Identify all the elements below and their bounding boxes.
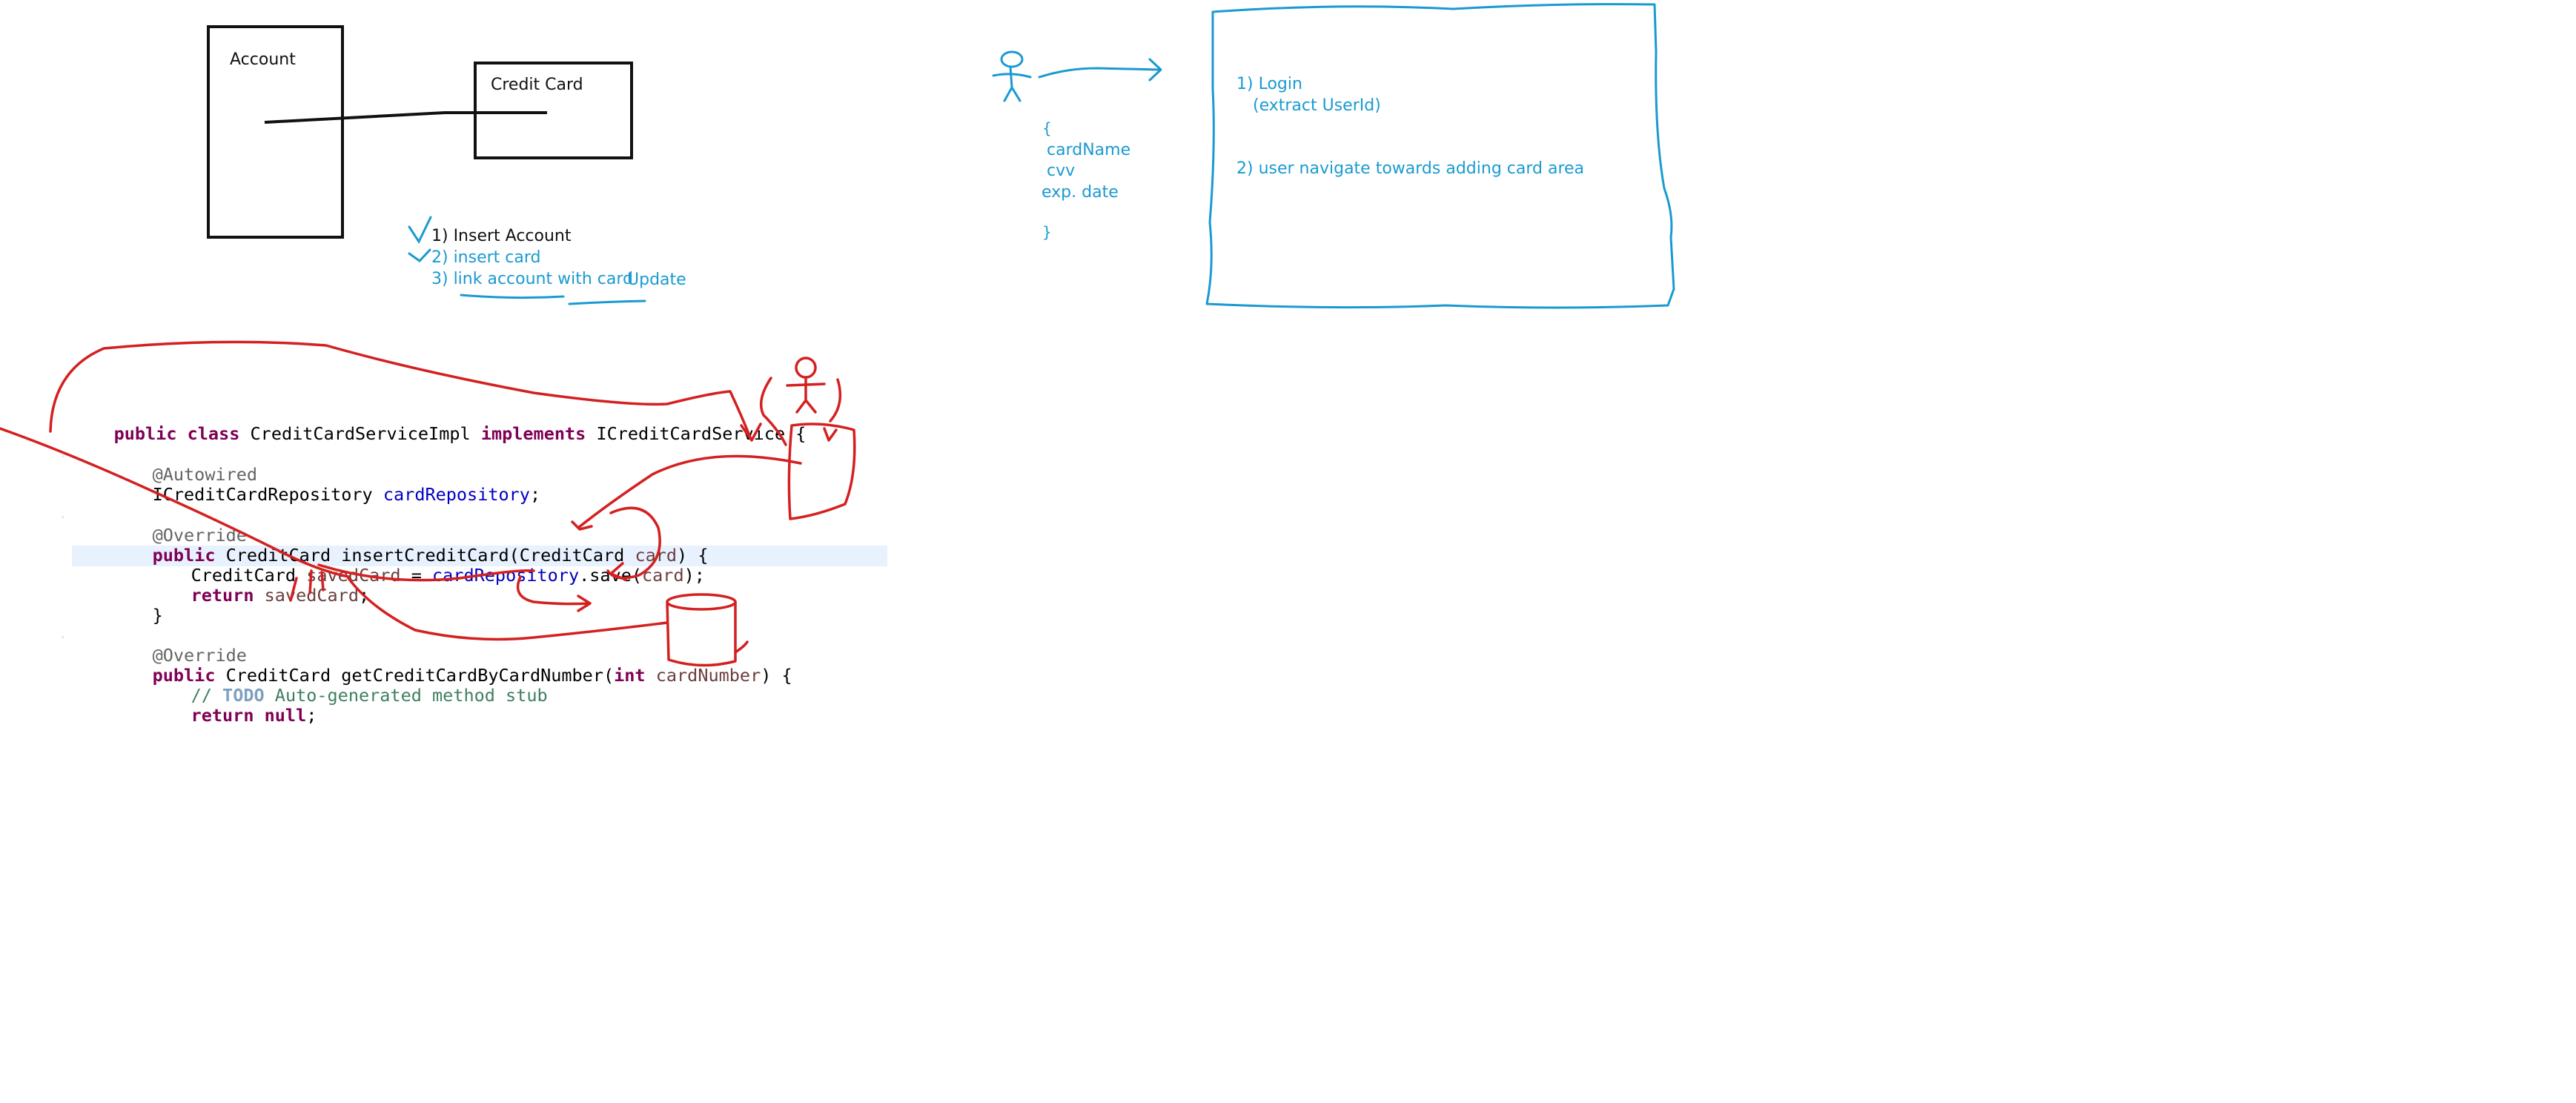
flow-arrow-shaft xyxy=(1038,67,1160,79)
code-signature: CreditCard getCreditCardByCardNumber( xyxy=(225,664,615,686)
code-keyword: int xyxy=(614,664,646,686)
code-todo-tag: TODO xyxy=(222,684,265,706)
code-param: card xyxy=(635,544,678,566)
red-sweep-stroke xyxy=(0,427,350,578)
relationship-line xyxy=(264,111,547,124)
gutter-marker: ◦ xyxy=(61,635,65,642)
code-annotation: @Override xyxy=(152,644,247,666)
code-type: ICreditCardRepository xyxy=(152,483,373,505)
code-punct: ) { xyxy=(677,544,709,566)
code-local-var: savedCard xyxy=(264,584,359,606)
code-line-insert-signature: public CreditCard insertCreditCard(Credi… xyxy=(110,529,709,582)
code-keyword: return xyxy=(191,584,254,606)
red-curve-stroke xyxy=(577,454,802,529)
code-keyword: public xyxy=(152,664,216,686)
step-annotations xyxy=(408,216,646,305)
arrow-head-icon xyxy=(577,594,592,612)
red-loop-stroke xyxy=(49,340,752,439)
service-box-stroke xyxy=(787,423,856,520)
step-insert-card: 2) insert card xyxy=(431,248,541,267)
red-underline-stroke xyxy=(317,563,535,582)
code-brace: } xyxy=(152,604,163,626)
code-field: cardRepository xyxy=(383,483,530,505)
code-keyword: return xyxy=(191,704,254,726)
flow-frame-box xyxy=(1205,3,1675,309)
code-annotation: @Autowired xyxy=(152,463,258,485)
code-keyword: implements xyxy=(480,423,586,444)
code-keyword: public xyxy=(152,544,216,566)
code-punct: ; xyxy=(306,704,317,726)
payload-close-brace: } xyxy=(1042,223,1052,241)
red-arrow-shaft xyxy=(516,575,590,606)
code-line-autowired: @Autowired xyxy=(110,448,257,501)
red-sweep-stroke xyxy=(347,577,669,641)
code-punct: ); xyxy=(683,564,705,586)
database-cylinder-icon xyxy=(666,593,749,667)
red-bracket-stroke xyxy=(829,378,842,423)
red-bracket-stroke xyxy=(759,377,787,446)
checkmark-icon xyxy=(408,248,431,262)
code-punct: ; xyxy=(529,483,541,505)
code-class-name: CreditCardServiceImpl xyxy=(250,423,471,444)
code-interface-name: ICreditCardService { xyxy=(596,423,807,444)
checkmark-icon xyxy=(408,216,432,245)
underline-stroke xyxy=(460,294,565,299)
code-punct: ) { xyxy=(761,664,792,686)
credit-card-entity-label: Credit Card xyxy=(491,76,583,94)
gutter-marker: ◦ xyxy=(61,514,65,522)
code-comment-text: Auto-generated method stub xyxy=(274,684,548,706)
code-line-class-declaration: public class CreditCardServiceImpl imple… xyxy=(72,408,807,460)
er-sketch-strokes xyxy=(207,25,633,239)
gutter-marker: ◦ xyxy=(61,454,65,461)
code-line-get-signature: public CreditCard getCreditCardByCardNum… xyxy=(110,649,792,702)
account-entity-label: Account xyxy=(230,50,296,69)
code-line-return-2: return null; xyxy=(149,689,317,742)
code-arg: card xyxy=(642,564,684,586)
code-line-return-1: return savedCard; xyxy=(149,569,370,622)
code-keyword: null xyxy=(264,704,307,726)
code-keyword: public class xyxy=(113,423,240,444)
payload-cvv: cvv xyxy=(1047,162,1076,180)
step-insert-account: 1) Insert Account xyxy=(431,227,572,245)
code-type: CreditCard xyxy=(191,564,297,586)
code-signature: CreditCard insertCreditCard(CreditCard xyxy=(225,544,625,566)
code-line-override-2: @Override xyxy=(110,629,247,682)
payload-exp-date: exp. date xyxy=(1042,183,1119,202)
code-line-repository-field: ICreditCardRepository cardRepository; xyxy=(110,468,541,521)
code-line-comment: // TODO Auto-generated method stub xyxy=(149,669,548,722)
person-stick-figure-icon xyxy=(786,357,826,414)
code-comment-slashes: // xyxy=(191,684,212,706)
current-line-highlight xyxy=(72,546,887,566)
arrow-head-icon xyxy=(823,427,838,442)
note-extract-userid: (extract UserId) xyxy=(1253,96,1381,115)
account-entity-box xyxy=(207,25,344,239)
code-param: cardNumber xyxy=(655,664,761,686)
payload-card-name: cardName xyxy=(1047,141,1131,159)
step-link-account-card: 3) link account with card xyxy=(431,270,633,288)
arrow-head-icon xyxy=(609,562,627,581)
code-line-override-1: @Override xyxy=(110,509,247,562)
flow-sketch-strokes xyxy=(992,3,1675,309)
credit-card-entity-box xyxy=(474,62,633,159)
payload-open-brace: { xyxy=(1042,119,1052,137)
code-annotation: @Override xyxy=(152,524,247,546)
code-line-close-1: } xyxy=(110,589,163,642)
code-annotations xyxy=(0,340,856,667)
update-label: Update xyxy=(627,271,686,289)
arrow-head-icon xyxy=(571,520,593,531)
red-loop-stroke xyxy=(606,506,661,580)
note-login: 1) Login xyxy=(1236,75,1302,93)
underline-stroke xyxy=(568,299,646,305)
red-tick-stroke xyxy=(289,569,325,602)
user-stick-figure-icon xyxy=(992,50,1032,102)
note-navigate-add-card: 2) user navigate towards adding card are… xyxy=(1236,159,1585,178)
arrow-head-icon xyxy=(1148,58,1162,82)
code-field: cardRepository xyxy=(432,564,580,586)
arrow-head-icon xyxy=(740,423,762,442)
